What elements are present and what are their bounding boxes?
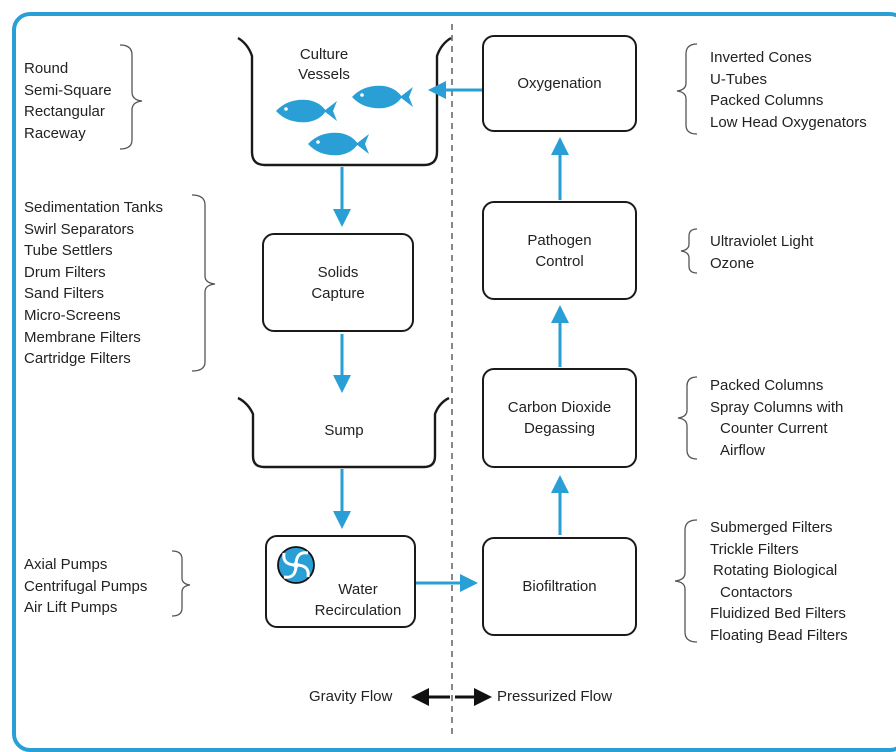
biofiltration-options: Submerged Filters Trickle Filters Rotati… — [710, 519, 848, 644]
co2-degassing-options: Packed Columns Spray Columns with Counte… — [710, 377, 844, 459]
solids-capture-options: Sedimentation Tanks Swirl Separators Tub… — [24, 199, 163, 368]
sump-tank — [237, 396, 450, 469]
culture-vessels-label: Culture Vessels — [298, 46, 350, 83]
diagram-lines — [119, 24, 698, 734]
water-recirculation-box: Water Recirculation — [265, 535, 416, 628]
brace-co2 — [677, 376, 698, 460]
fish-icon — [276, 99, 337, 123]
fish-icon — [308, 132, 369, 156]
pathogen-control-options: Ultraviolet Light Ozone — [710, 233, 814, 272]
pump-options: Axial Pumps Centrifugal Pumps Air Lift P… — [24, 556, 148, 617]
co2-degassing-box: Carbon Dioxide Degassing — [482, 368, 637, 468]
culture-vessel-tank — [237, 36, 452, 167]
solids-capture-box: Solids Capture — [262, 233, 414, 332]
biofiltration-box: Biofiltration — [482, 537, 637, 636]
pump-impeller-icon — [277, 546, 315, 584]
oxygenation-options: Inverted Cones U-Tubes Packed Columns Lo… — [710, 49, 867, 131]
brace-solids-capture — [191, 194, 216, 372]
brace-culture-vessels — [119, 44, 143, 150]
oxygenation-box: Oxygenation — [482, 35, 637, 132]
brace-biofiltration — [674, 519, 698, 643]
fish-icon — [352, 85, 413, 109]
legend-pressurized-flow: Pressurized Flow — [497, 688, 613, 705]
brace-pumps — [171, 550, 191, 617]
sump-label: Sump — [324, 422, 364, 439]
legend-gravity-flow: Gravity Flow — [309, 688, 393, 705]
pathogen-control-box: Pathogen Control — [482, 201, 637, 300]
brace-oxygenation — [676, 43, 698, 135]
brace-pathogen — [680, 228, 698, 274]
culture-vessel-options: Round Semi-Square Rectangular Raceway — [24, 60, 112, 142]
